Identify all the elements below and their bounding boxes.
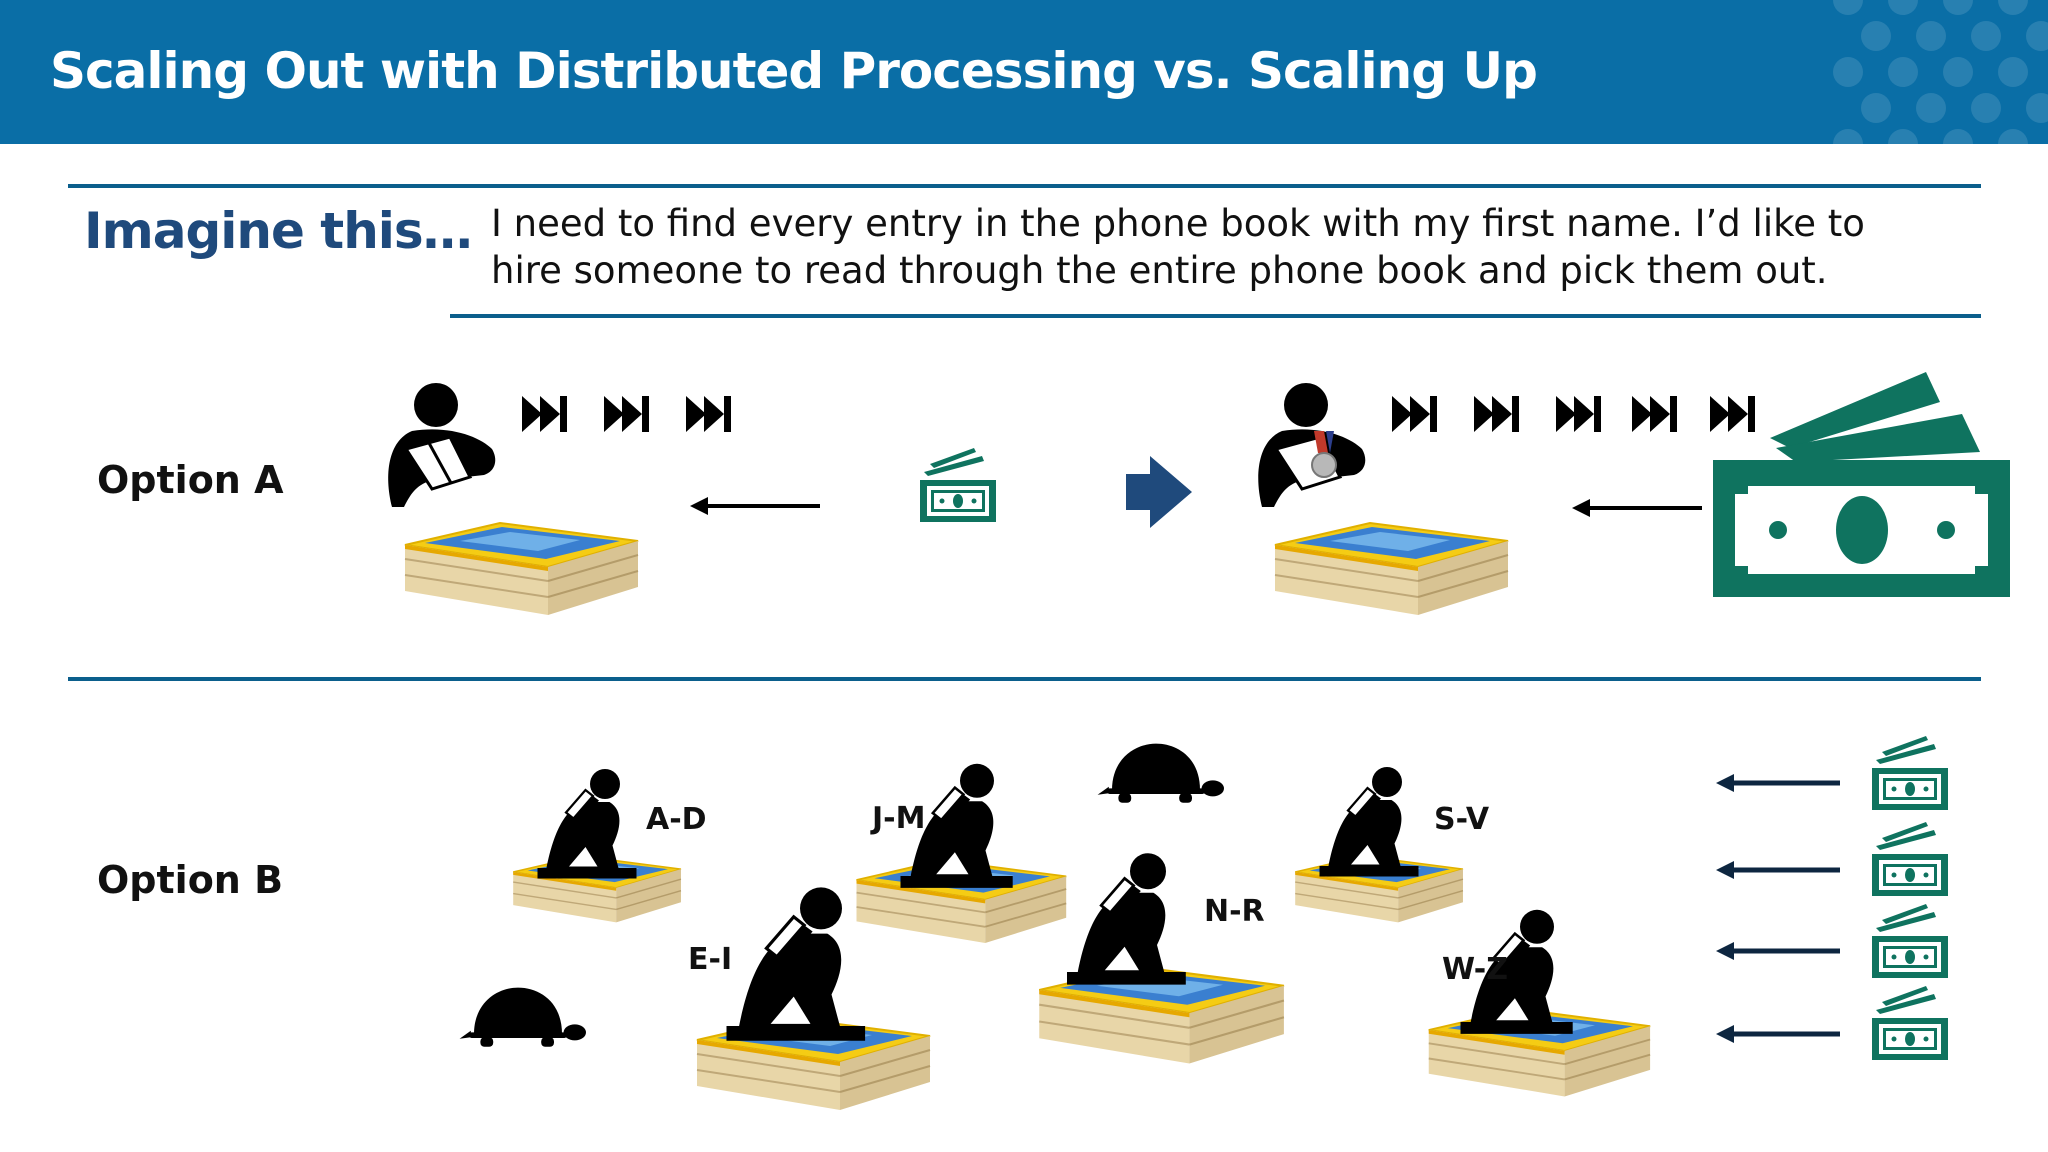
range-label-nr: N-R: [1204, 894, 1265, 929]
fast-forward-icon: [604, 396, 649, 432]
fast-forward-icons-a: [522, 396, 731, 432]
range-label-sv: S-V: [1434, 802, 1490, 837]
option-a-reader-left: [388, 383, 496, 507]
divider-intro: [450, 314, 1981, 318]
fast-forward-icon: [1392, 396, 1437, 432]
divider-top: [68, 184, 1981, 188]
right-arrow-icon: [1126, 456, 1192, 528]
fast-forward-icon: [522, 396, 567, 432]
reader-person-icon: [1318, 765, 1420, 878]
money-icon: [1872, 822, 1948, 896]
title-bar: Scaling Out with Distributed Processing …: [0, 0, 2048, 144]
medal-icon: [1311, 431, 1337, 478]
divider-middle: [68, 677, 1981, 681]
money-icon: [920, 448, 996, 522]
money-icon-large: [1713, 372, 2010, 597]
option-a-label: Option A: [97, 458, 284, 502]
fast-forward-icon: [1710, 396, 1755, 432]
fast-forward-icon: [1632, 396, 1677, 432]
reader-person-icon: [724, 885, 867, 1043]
left-arrow-icon: [1716, 1025, 1840, 1043]
range-label-wz: W-Z: [1442, 952, 1508, 987]
fast-forward-icon: [1474, 396, 1519, 432]
option-a-reader-right: [1258, 383, 1366, 507]
money-icon: [1872, 904, 1948, 978]
turtle-icon: [459, 987, 586, 1047]
range-label-ei: E-I: [688, 942, 733, 977]
range-label-jm: J-M: [872, 801, 926, 836]
intro-text: I need to find every entry in the phone …: [491, 202, 1865, 292]
option-b-label: Option B: [97, 858, 284, 902]
left-arrow-icon: [688, 495, 822, 517]
left-arrow-icon: [1716, 774, 1840, 792]
fast-forward-icons-b: [1392, 396, 1755, 432]
reader-person-icon: [1065, 851, 1188, 986]
money-icon: [1872, 736, 1948, 810]
left-arrow-icon: [1570, 497, 1704, 519]
turtle-icon: [1097, 743, 1224, 803]
intro-heading: Imagine this…: [84, 202, 473, 260]
decorative-dots: [1833, 0, 2048, 144]
left-arrow-icon: [1716, 861, 1840, 879]
fast-forward-icon: [1556, 396, 1601, 432]
left-arrow-icon: [1716, 942, 1840, 960]
option-a-book-left: [404, 522, 639, 616]
slide-title: Scaling Out with Distributed Processing …: [50, 42, 1538, 100]
range-label-ad: A-D: [646, 802, 707, 837]
fast-forward-icon: [686, 396, 731, 432]
money-icon: [1872, 986, 1948, 1060]
option-a-book-right: [1274, 522, 1509, 616]
